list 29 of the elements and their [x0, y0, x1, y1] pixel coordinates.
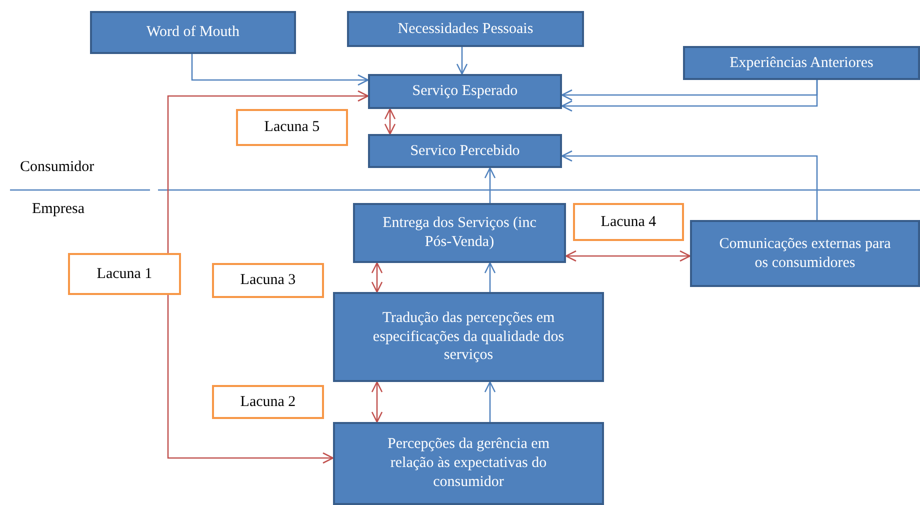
process-box: Comunicações externas para os consumidores [690, 220, 920, 287]
gap-label-box: Lacuna 3 [212, 263, 324, 298]
arrow [561, 80, 818, 112]
process-box: Serviço Esperado [368, 74, 562, 109]
process-box: Word of Mouth [90, 11, 296, 54]
arrow [561, 150, 818, 220]
gap-label-box: Lacuna 4 [573, 203, 684, 241]
arrow [484, 381, 496, 422]
process-box: Entrega dos Serviços (inc Pós-Venda) [353, 203, 566, 263]
gap-label-box: Lacuna 5 [236, 109, 348, 146]
process-box: Servico Percebido [368, 134, 562, 168]
arrow [384, 108, 396, 135]
process-box: Tradução das percepções em especificações da qualidade dos serviços [333, 292, 604, 382]
arrow [484, 167, 496, 203]
arrow [484, 262, 496, 292]
arrow [167, 90, 369, 253]
arrow [456, 47, 468, 75]
arrow [371, 262, 383, 293]
gap-label-box: Lacuna 1 [68, 253, 181, 295]
arrow [167, 295, 334, 464]
process-box: Percepções da gerência em relação às expectativas do consumidor [333, 422, 604, 505]
arrow [371, 381, 383, 423]
arrow [191, 54, 369, 86]
process-box: Experiências Anteriores [683, 46, 920, 80]
section-label: Empresa [32, 200, 84, 219]
process-box: Necessidades Pessoais [347, 11, 584, 47]
arrow [565, 250, 691, 262]
gap-label-box: Lacuna 2 [212, 385, 324, 419]
section-label: Consumidor [20, 158, 94, 177]
